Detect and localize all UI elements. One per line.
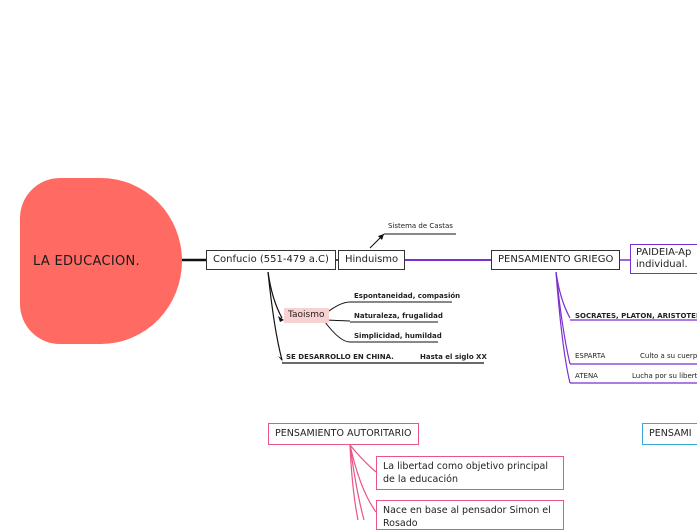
node-pensamiento-autoritario[interactable]: PENSAMIENTO AUTORITARIO [268,423,419,445]
node-esparta[interactable]: ESPARTA [575,352,606,360]
connector-confucio-china [267,271,283,361]
node-nace-base[interactable]: Nace en base al pensador Simon el Rosado [376,500,564,530]
node-sistema-castas[interactable]: Sistema de Castas [388,222,453,230]
node-pensamiento-cut[interactable]: PENSAMI [642,423,697,445]
node-libertad[interactable]: Lucha por su libertad [632,372,697,380]
node-libertad-objetivo[interactable]: La libertad como objetivo principal de l… [376,456,564,490]
connector-taoismo-simplicidad [324,321,351,343]
connector-taoismo-espontaneidad [324,301,351,315]
arrowhead-china [278,356,283,362]
node-hinduismo[interactable]: Hinduismo [338,250,406,270]
node-pensamiento-griego[interactable]: PENSAMIENTO GRIEGO [491,250,621,270]
node-simplicidad[interactable]: Simplicidad, humildad [354,332,442,340]
connector-autoritario-extra2 [349,444,359,520]
node-confucio[interactable]: Confucio (551-479 a.C) [206,250,336,270]
connector-autoritario-nace [349,444,377,513]
central-topic[interactable]: LA EDUCACION. [20,178,182,344]
arrowhead-taoismo [278,316,284,322]
connector-autoritario-extra1 [349,444,365,520]
node-culto[interactable]: Culto a su cuerpo [640,352,697,360]
node-naturaleza[interactable]: Naturaleza, frugalidad [354,312,443,320]
node-paideia[interactable]: PAIDEIA-Ap individual. [630,244,697,274]
connector-autoritario-libertad [349,444,377,473]
arrowhead-castas [378,234,384,240]
node-taoismo[interactable]: Taoismo [284,308,329,323]
node-espontaneidad[interactable]: Espontaneidad, compasión [354,292,461,300]
central-topic-label: LA EDUCACION. [33,254,140,269]
connector-griego-atena [555,271,571,384]
node-siglo-xx[interactable]: Hasta el siglo XX [420,353,487,361]
node-socrates[interactable]: SOCRATES, PLATON, ARISTOTELES [575,312,697,320]
node-china[interactable]: SE DESARROLLO EN CHINA. [286,353,394,361]
connector-taoismo-naturaleza [324,319,351,322]
node-atena[interactable]: ATENA [575,372,598,380]
